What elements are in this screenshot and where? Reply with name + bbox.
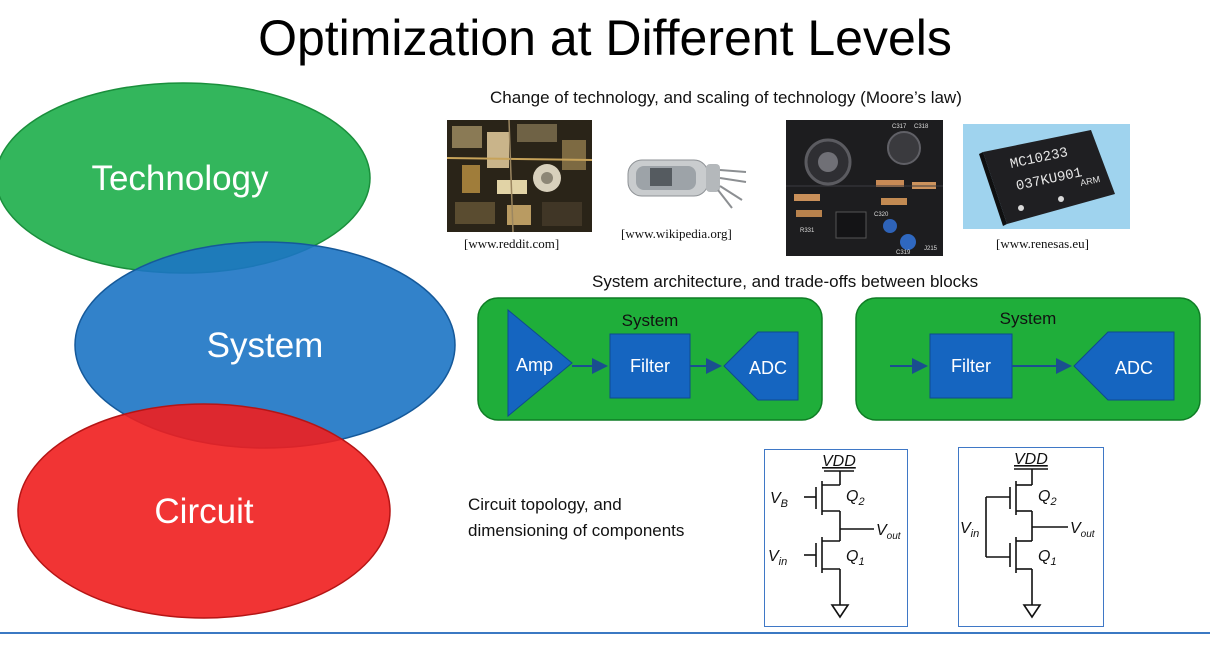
circuit-caption: Circuit topology, and dimensioning of co… <box>468 492 684 544</box>
schematic-a-q2-sub: 2 <box>857 496 864 508</box>
schematic-a-vdd: VDD <box>822 453 856 470</box>
board-label-j215: J215 <box>924 246 938 252</box>
page-title: Optimization at Different Levels <box>258 10 952 66</box>
schematic-a-vb-main: V <box>770 490 782 507</box>
board-label-r331: R331 <box>800 228 815 234</box>
adc-label-b: ADC <box>1115 358 1153 378</box>
schematic-a-q1-main: Q <box>846 548 858 565</box>
amp-block[interactable] <box>507 308 573 418</box>
schematic-a-q1: Q1 <box>846 548 865 568</box>
system-block-amp-filter-adc: System Amp Filter ADC <box>477 297 823 421</box>
system-caption: System architecture, and trade-offs betw… <box>592 272 979 291</box>
filter-label-b: Filter <box>951 356 991 376</box>
credit-reddit: [www.reddit.com] <box>464 236 560 251</box>
adc-block[interactable] <box>723 331 799 401</box>
filter-block-b[interactable] <box>929 333 1013 399</box>
board-label-c320: C320 <box>874 212 889 218</box>
schematic-b-vdd: VDD <box>1014 451 1048 468</box>
schematic-cascode-vb: VDD VB Vin Q2 Q1 Vout <box>764 449 908 627</box>
schematic-b-vout: Vout <box>1070 520 1096 540</box>
bottom-divider <box>0 632 1210 634</box>
circuit-board-photo: C317 C318 C320 R331 C319 J215 <box>786 120 943 256</box>
schematic-a-vout-sub: out <box>887 531 902 542</box>
schematic-a-vout-main: V <box>876 522 888 539</box>
credit-renesas: [www.renesas.eu] <box>996 236 1090 251</box>
schematic-a-q2-main: Q <box>846 488 858 505</box>
circuit-label: Circuit <box>154 492 253 531</box>
schematic-b-vin-main: V <box>960 520 972 537</box>
system-a-title: System <box>622 311 679 330</box>
amp-label: Amp <box>516 355 553 375</box>
circuit-ellipse[interactable] <box>17 403 391 619</box>
relay-photo <box>447 120 592 232</box>
chip-photo: MC10233 037KU901 ARM <box>963 124 1130 229</box>
schematic-a-vout: Vout <box>876 522 902 542</box>
schematic-a-q2: Q2 <box>846 488 865 508</box>
filter-block[interactable] <box>609 333 691 399</box>
schematic-a-vin: Vin <box>768 548 787 568</box>
credit-wikipedia: [www.wikipedia.org] <box>621 226 732 241</box>
vacuum-tube-photo <box>620 138 750 221</box>
system-label: System <box>207 326 324 365</box>
schematic-b-vout-sub: out <box>1081 529 1096 540</box>
filter-label: Filter <box>630 356 670 376</box>
board-label-c319: C319 <box>896 250 911 256</box>
schematic-b-q2-main: Q <box>1038 488 1050 505</box>
schematic-b-vout-main: V <box>1070 520 1082 537</box>
schematic-a-vin-main: V <box>768 548 780 565</box>
board-label-c317: C317 <box>892 124 907 130</box>
schematic-b-q2: Q2 <box>1038 488 1057 508</box>
schematic-inverter: VDD Vin Q2 Q1 Vout <box>958 447 1104 627</box>
schematic-b-q1-main: Q <box>1038 548 1050 565</box>
adc-label: ADC <box>749 358 787 378</box>
adc-block-b[interactable] <box>1073 331 1175 401</box>
system-block-filter-adc: System Filter ADC <box>855 297 1201 421</box>
schematic-b-q1: Q1 <box>1038 548 1057 568</box>
board-label-c318: C318 <box>914 124 929 130</box>
schematic-b-vin-sub: in <box>971 528 980 540</box>
schematic-b-q2-sub: 2 <box>1049 496 1056 508</box>
circuit-caption-line1: Circuit topology, and <box>468 495 622 514</box>
chip-marking-3: ARM <box>1079 174 1101 188</box>
system-b-title: System <box>1000 309 1057 328</box>
circuit-caption-line2: dimensioning of components <box>468 521 685 540</box>
technology-caption: Change of technology, and scaling of tec… <box>490 88 962 107</box>
technology-label: Technology <box>91 159 269 198</box>
schematic-a-vb: VB <box>770 490 788 510</box>
schematic-b-q1-sub: 1 <box>1050 556 1056 568</box>
schematic-a-vb-sub: B <box>781 498 788 510</box>
levels-venn: Technology System Circuit <box>0 82 456 619</box>
schematic-a-q1-sub: 1 <box>858 556 864 568</box>
schematic-a-vin-sub: in <box>779 556 788 568</box>
schematic-b-vin: Vin <box>960 520 979 540</box>
